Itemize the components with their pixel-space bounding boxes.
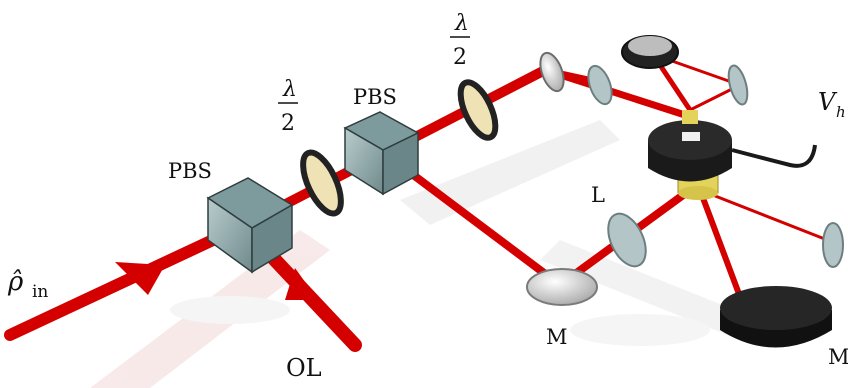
lens-right-top <box>727 64 749 106</box>
input-arrow-icon <box>115 262 165 295</box>
half-wave-left-den: 2 <box>281 111 295 136</box>
pbs-right <box>343 111 420 196</box>
detector-top <box>621 35 679 69</box>
floor-shadows <box>90 120 760 388</box>
rho-in-sub-label: in <box>32 282 48 302</box>
mirror-right-edge <box>822 222 844 268</box>
half-wave-left-num: λ <box>282 77 297 102</box>
lens-l <box>607 212 647 268</box>
mirror-top <box>539 51 565 93</box>
lens-label: L <box>591 183 605 207</box>
rho-in-label: ρ̂ <box>7 267 24 297</box>
detector-head <box>648 110 817 200</box>
pbs-left <box>206 177 294 274</box>
mirror-bottom-label: M <box>546 325 568 349</box>
half-wave-plate-right <box>457 79 499 141</box>
mirror-right-label: M <box>828 345 848 369</box>
ol-label: OL <box>286 354 322 382</box>
pbs-right-label: PBS <box>353 85 397 109</box>
output-beam-2 <box>698 188 842 247</box>
detector-bottom <box>720 286 832 348</box>
lens-top <box>587 64 613 106</box>
input-beam <box>4 219 251 341</box>
half-wave-right-den: 2 <box>453 45 467 70</box>
output-beam-1 <box>697 187 748 313</box>
half-wave-plate-left <box>300 149 344 217</box>
mirror-bottom <box>526 268 598 306</box>
beam-arrows <box>115 262 318 300</box>
ol-arrow-icon <box>285 268 318 300</box>
pbs-left-label: PBS <box>168 159 212 183</box>
half-wave-right-num: λ <box>454 11 469 36</box>
voltage-sub-label: h <box>836 103 846 121</box>
voltage-label: V <box>818 88 838 116</box>
